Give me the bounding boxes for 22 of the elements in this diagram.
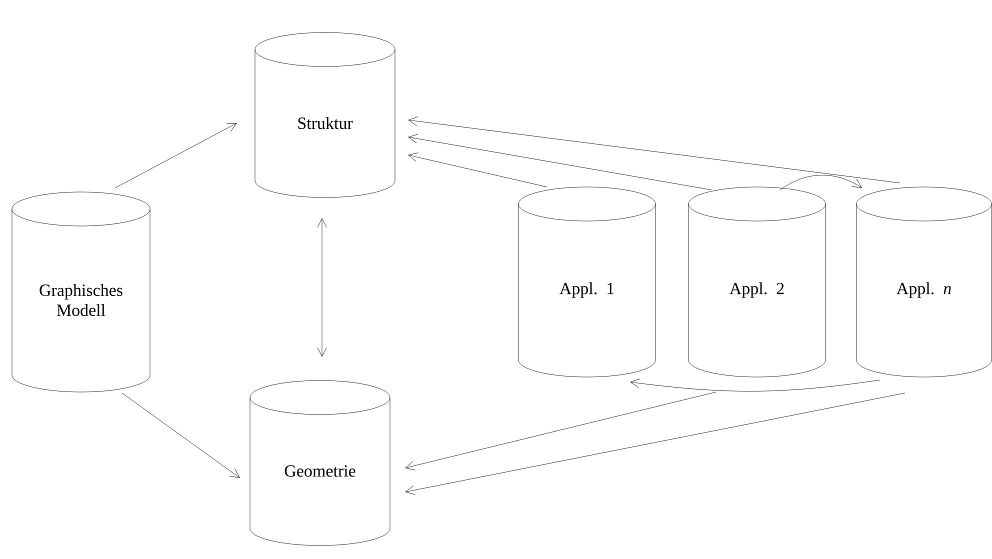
node-label: Appl. n xyxy=(896,282,951,298)
cylinder: Geometrie xyxy=(250,380,390,546)
arrow xyxy=(408,134,712,190)
node-label: Appl. 2 xyxy=(730,282,784,298)
cylinder: Appl. 2 xyxy=(688,186,826,378)
arrow xyxy=(408,116,900,184)
arrow xyxy=(630,378,880,392)
arrow xyxy=(405,392,906,495)
arrow xyxy=(122,392,240,478)
arrow xyxy=(114,123,237,188)
arrow xyxy=(780,174,862,190)
cylinder: Struktur xyxy=(254,32,396,198)
cylinder: Appl. n xyxy=(856,186,992,378)
node-label: Appl. 1 xyxy=(560,282,614,298)
node-label: Struktur xyxy=(298,117,353,129)
node-label: Geometrie xyxy=(284,465,356,477)
node-label: Graphisches Modell xyxy=(40,284,122,316)
arrow xyxy=(405,392,716,470)
cylinder: Graphisches Modell xyxy=(12,192,150,392)
arrow xyxy=(408,152,548,188)
cylinder: Appl. 1 xyxy=(518,186,656,378)
arrow xyxy=(317,218,327,357)
